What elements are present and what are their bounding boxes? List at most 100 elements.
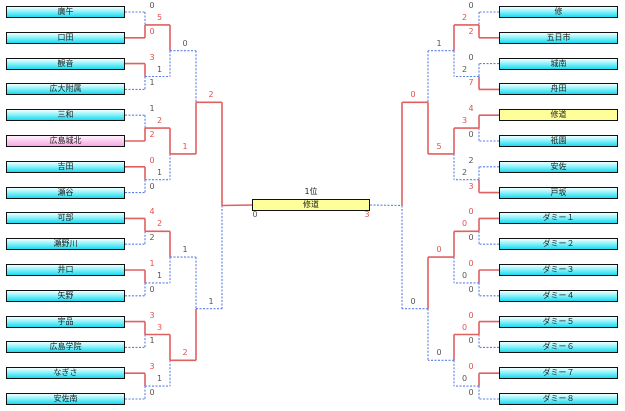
team-score: 1 — [149, 78, 155, 88]
team-box[interactable]: 城南 — [499, 57, 618, 70]
team-box[interactable]: 井口 — [6, 264, 125, 276]
team-box[interactable]: 吉田 — [6, 160, 125, 173]
team-box[interactable]: ダミー７ — [499, 367, 618, 380]
team-score: 0 — [149, 155, 155, 165]
match-score: 0 — [436, 245, 442, 255]
team-score: 0 — [468, 130, 474, 139]
team-score: 0 — [468, 284, 474, 294]
match-score: 1 — [182, 141, 188, 151]
team-box[interactable]: 廣午 — [6, 6, 125, 18]
team-score: 2 — [468, 26, 474, 36]
final-title: 1位 — [304, 187, 318, 196]
team-box[interactable]: なぎさ — [6, 367, 125, 380]
match-score: 0 — [182, 38, 188, 48]
match-score: 0 — [461, 270, 468, 280]
match-score: 1 — [156, 374, 163, 384]
team-box[interactable]: ダミー３ — [499, 264, 618, 276]
team-box[interactable]: 瀬野川 — [6, 238, 125, 251]
team-score: 4 — [149, 207, 155, 217]
team-score: 1 — [149, 104, 155, 114]
team-score: 1 — [149, 336, 155, 346]
team-box[interactable]: 観音 — [6, 57, 125, 70]
team-score: 0 — [149, 388, 155, 397]
team-score: 0 — [468, 207, 474, 217]
team-box[interactable]: 修 — [499, 6, 618, 18]
match-score: 5 — [156, 12, 163, 22]
final-score-right: 3 — [364, 210, 370, 219]
team-score: 2 — [149, 233, 155, 243]
team-score: 2 — [149, 130, 155, 139]
team-box[interactable]: 口田 — [6, 31, 125, 44]
match-score: 2 — [461, 167, 468, 177]
final-score-left: 0 — [252, 210, 258, 219]
team-score: 0 — [468, 388, 474, 397]
team-score: 3 — [149, 52, 155, 62]
team-score: 0 — [149, 181, 155, 191]
team-box[interactable]: 広島学院 — [6, 341, 125, 354]
team-box[interactable]: 安佐南 — [6, 393, 125, 405]
team-box[interactable]: 祇園 — [499, 135, 618, 147]
team-box[interactable]: ダミー８ — [499, 393, 618, 405]
team-score: 0 — [468, 336, 474, 346]
team-box[interactable]: 瀬谷 — [6, 186, 125, 199]
match-score: 2 — [461, 12, 468, 22]
team-box[interactable]: 矢野 — [6, 289, 125, 302]
match-score: 2 — [156, 116, 163, 126]
team-score: 1 — [149, 259, 155, 268]
team-box[interactable]: 広島城北 — [6, 135, 125, 147]
match-score: 0 — [410, 90, 416, 100]
match-score: 2 — [461, 64, 468, 74]
team-box[interactable]: 五日市 — [499, 31, 618, 44]
team-box[interactable]: ダミー５ — [499, 315, 618, 328]
team-box[interactable]: 戸坂 — [499, 186, 618, 199]
team-box[interactable]: ダミー２ — [499, 238, 618, 251]
team-score: 4 — [468, 104, 474, 114]
champion-box[interactable]: 修道 — [252, 199, 370, 211]
team-box[interactable]: 宇品 — [6, 315, 125, 328]
match-score: 0 — [410, 296, 416, 306]
match-score: 1 — [156, 167, 163, 177]
match-score: 2 — [182, 348, 188, 358]
match-score: 0 — [461, 219, 468, 229]
match-score: 3 — [156, 322, 163, 332]
team-score: 3 — [149, 310, 155, 320]
team-score: 0 — [149, 1, 155, 10]
match-score: 1 — [182, 245, 188, 255]
team-box[interactable]: 修道 — [499, 109, 618, 122]
team-score: 0 — [468, 1, 474, 10]
team-score: 0 — [149, 26, 155, 36]
team-score: 3 — [468, 181, 474, 191]
team-score: 2 — [468, 155, 474, 165]
team-box[interactable]: 広大附属 — [6, 83, 125, 96]
team-score: 7 — [468, 78, 474, 88]
team-box[interactable]: 安佐 — [499, 160, 618, 173]
final-connector-left — [221, 204, 253, 207]
team-box[interactable]: 舟田 — [499, 83, 618, 96]
team-score: 0 — [468, 52, 474, 62]
match-score: 0 — [461, 322, 468, 332]
team-box[interactable]: ダミー６ — [499, 341, 618, 354]
match-score: 5 — [436, 141, 442, 151]
match-score: 0 — [436, 348, 442, 358]
match-score: 1 — [208, 296, 214, 306]
final-connector-right — [369, 204, 403, 207]
match-score: 3 — [461, 116, 468, 126]
team-score: 0 — [468, 362, 474, 372]
team-score: 3 — [149, 362, 155, 372]
team-box[interactable]: ダミー４ — [499, 289, 618, 302]
match-score: 1 — [156, 64, 163, 74]
match-score: 0 — [461, 374, 468, 384]
team-score: 0 — [468, 259, 474, 268]
match-score: 1 — [156, 270, 163, 280]
match-score: 2 — [156, 219, 163, 229]
team-box[interactable]: 三和 — [6, 109, 125, 122]
team-score: 0 — [468, 310, 474, 320]
match-score: 2 — [208, 90, 214, 100]
match-score: 1 — [436, 38, 442, 48]
team-score: 0 — [468, 233, 474, 243]
team-box[interactable]: 可部 — [6, 212, 125, 225]
team-score: 0 — [149, 284, 155, 294]
team-box[interactable]: ダミー１ — [499, 212, 618, 225]
